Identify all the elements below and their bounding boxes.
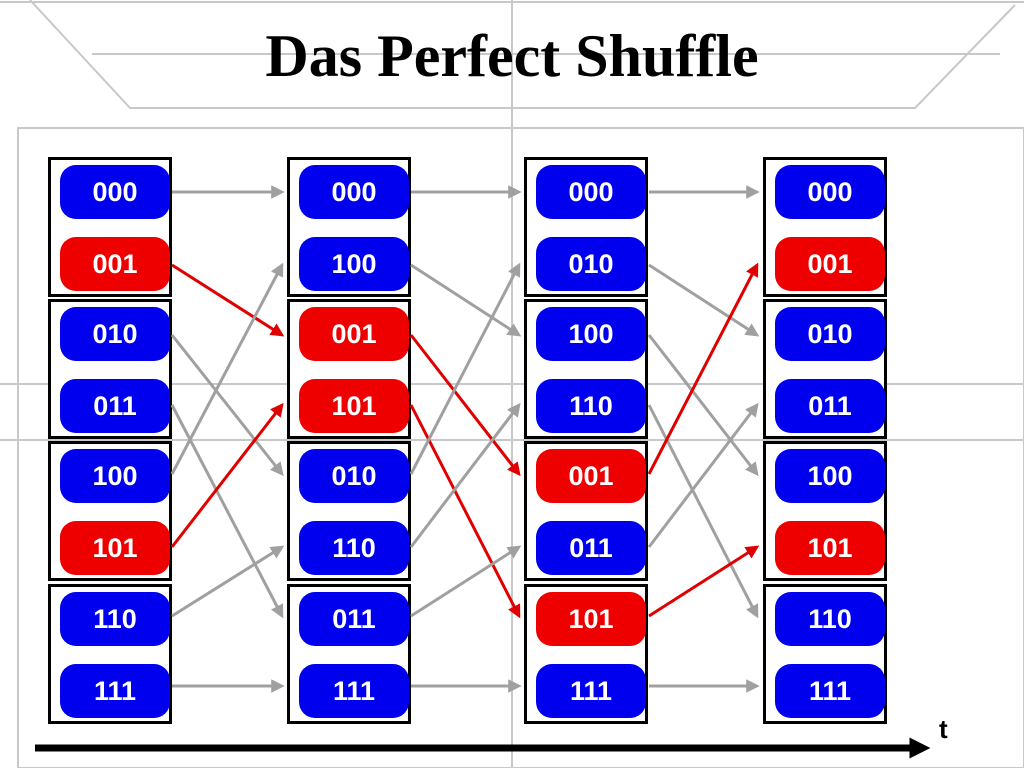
slide-title: Das Perfect Shuffle bbox=[265, 23, 759, 89]
node-blue: 111 bbox=[60, 664, 170, 718]
node-blue: 010 bbox=[299, 449, 409, 503]
node-blue: 010 bbox=[536, 237, 646, 291]
node-blue: 111 bbox=[536, 664, 646, 718]
node-blue: 111 bbox=[299, 664, 409, 718]
node-red: 101 bbox=[536, 592, 646, 646]
node-red: 001 bbox=[775, 237, 885, 291]
node-blue: 110 bbox=[299, 521, 409, 575]
node-red: 101 bbox=[775, 521, 885, 575]
node-blue: 111 bbox=[775, 664, 885, 718]
node-red: 001 bbox=[299, 307, 409, 361]
time-axis-label: t bbox=[939, 714, 948, 744]
node-blue: 011 bbox=[775, 379, 885, 433]
node-blue: 110 bbox=[60, 592, 170, 646]
node-blue: 011 bbox=[60, 379, 170, 433]
node-red: 101 bbox=[299, 379, 409, 433]
node-blue: 100 bbox=[60, 449, 170, 503]
node-blue: 100 bbox=[775, 449, 885, 503]
node-red: 001 bbox=[536, 449, 646, 503]
node-red: 001 bbox=[60, 237, 170, 291]
node-blue: 011 bbox=[299, 592, 409, 646]
node-blue: 010 bbox=[60, 307, 170, 361]
node-blue: 011 bbox=[536, 521, 646, 575]
node-blue: 100 bbox=[299, 237, 409, 291]
node-blue: 000 bbox=[775, 165, 885, 219]
node-blue: 010 bbox=[775, 307, 885, 361]
node-blue: 110 bbox=[536, 379, 646, 433]
node-blue: 000 bbox=[536, 165, 646, 219]
node-red: 101 bbox=[60, 521, 170, 575]
node-blue: 110 bbox=[775, 592, 885, 646]
node-blue: 000 bbox=[299, 165, 409, 219]
node-blue: 000 bbox=[60, 165, 170, 219]
node-blue: 100 bbox=[536, 307, 646, 361]
